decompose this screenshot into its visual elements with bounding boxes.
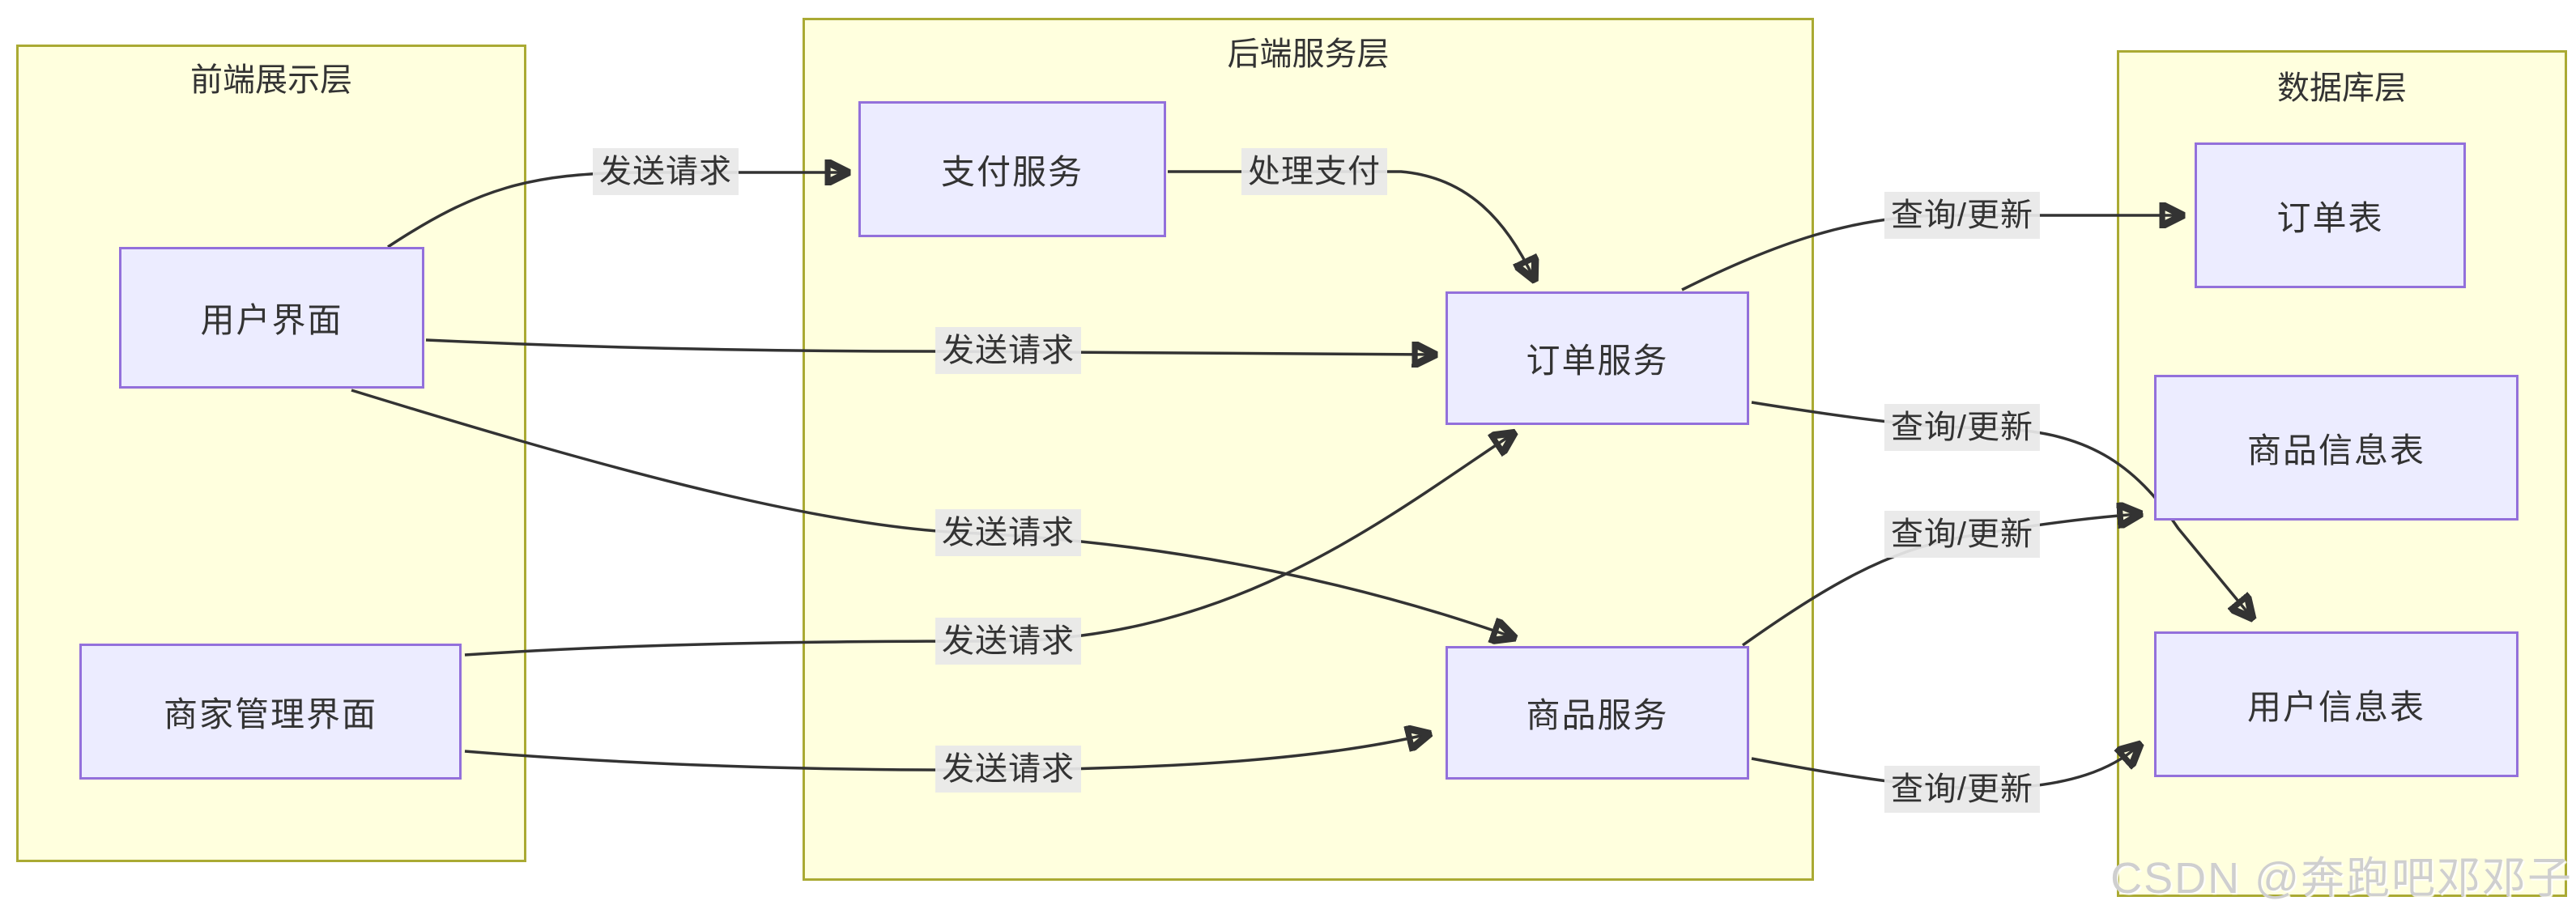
edge-label-order-service-user-info-table: 查询/更新 [1884,404,2041,451]
edge-label-payment-service-order-service: 处理支付 [1241,148,1387,195]
node-product-service: 商品服务 [1446,646,1749,780]
cluster-title-frontend: 前端展示层 [190,62,352,98]
node-merchant-ui: 商家管理界面 [79,644,462,780]
node-user-ui: 用户界面 [119,247,424,389]
edge-label-product-service-user-info-table: 查询/更新 [1884,766,2041,813]
node-order-service: 订单服务 [1446,291,1749,425]
cluster-title-database: 数据库层 [2277,70,2407,106]
edge-label-order-service-order-table: 查询/更新 [1884,192,2041,239]
edge-label-user-ui-product-service: 发送请求 [935,509,1081,556]
node-product-info-table: 商品信息表 [2154,375,2519,521]
node-payment-service: 支付服务 [858,101,1166,237]
cluster-title-backend: 后端服务层 [1227,36,1390,72]
watermark: CSDN @奔跑吧邓邓子 [2110,854,2573,903]
edge-user-ui-product-service [351,389,1513,637]
node-user-info-table: 用户信息表 [2154,631,2519,777]
edge-label-user-ui-payment-service: 发送请求 [593,148,739,195]
edge-label-product-service-product-info-table: 查询/更新 [1884,511,2041,558]
edge-label-merchant-ui-product-service: 发送请求 [935,746,1081,793]
edge-label-user-ui-order-service: 发送请求 [935,327,1081,374]
node-order-table: 订单表 [2195,142,2466,288]
edge-label-merchant-ui-order-service: 发送请求 [935,618,1081,665]
edge-user-ui-order-service [425,338,1433,355]
edge-payment-service-order-service [1168,170,1534,278]
